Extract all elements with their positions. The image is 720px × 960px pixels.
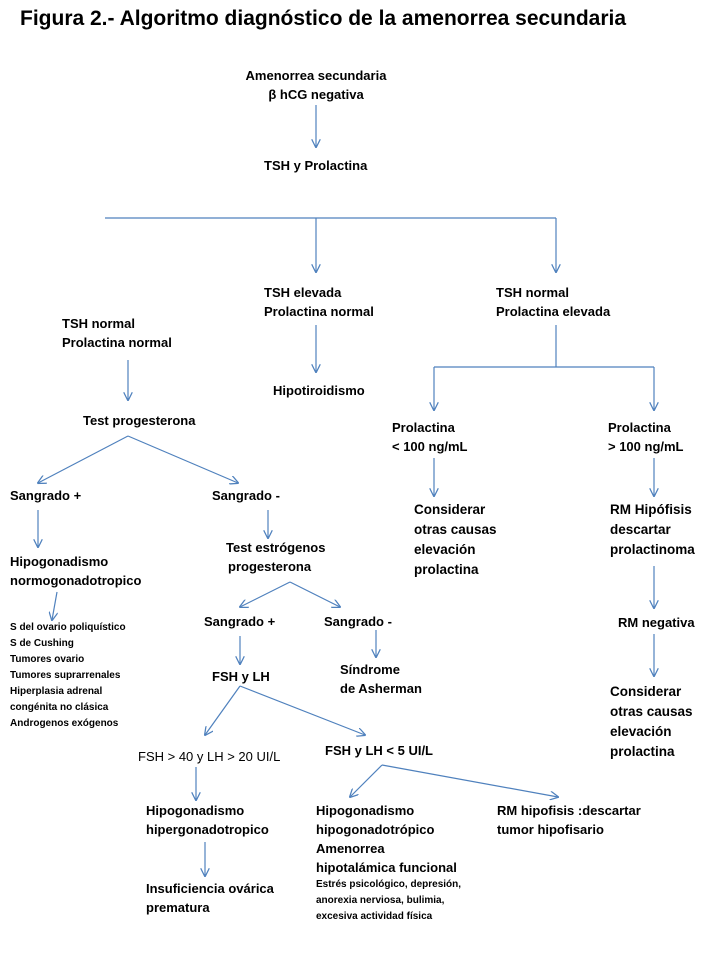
node-sangrado2-negativo: Sangrado - [324,614,392,629]
node-insuficiencia-ovarica: Insuficiencia ovárica prematura [146,881,274,915]
node-considerar-otras-causas-1: Considerar otras causas elevación prolac… [414,502,497,577]
node-sangrado2-positivo: Sangrado + [204,614,276,629]
arrow-to-sangrado-pos [38,435,129,483]
node-fsh-lh-elevadas: FSH > 40 y LH > 20 UI/L [138,749,281,764]
node-test-progesterona: Test progesterona [83,413,196,428]
node-tsh-normal-prolactina-normal: TSH normal Prolactina normal [62,316,172,350]
connector-lines [38,105,654,876]
node-fsh-lh: FSH y LH [212,669,270,684]
arrow-to-fsh-high [205,685,241,735]
node-amenorrea-secundaria: Amenorrea secundaria β hCG negativa [245,68,387,102]
page-title: Figura 2.- Algoritmo diagnóstico de la a… [20,7,627,30]
node-hipogonadismo-causes: Estrés psicológico, depresión, anorexia … [316,879,462,922]
node-prolactina-menor-100: Prolactina < 100 ng/mL [392,420,468,454]
node-rm-hipofisis-tumor: RM hipofisis :descartar tumor hipofisari… [497,803,641,837]
node-rm-negativa: RM negativa [618,615,695,630]
node-considerar-otras-causas-2: Considerar otras causas elevación prolac… [610,684,693,759]
node-hipogonadismo-normogonadotropico: Hipogonadismo normogonadotropico [10,554,142,588]
node-sangrado-negativo: Sangrado - [212,488,280,503]
arrow-to-fsh-low [239,685,365,735]
node-sangrado-positivo: Sangrado + [10,488,82,503]
arrow-to-hypogonad [350,764,383,797]
node-fsh-lh-bajas: FSH y LH < 5 UI/L [325,743,433,758]
node-hipogonadismo-hipergonadotropico: Hipogonadismo hipergonadotropico [146,803,269,837]
node-test-estrogenos-progesterona: Test estrógenos progesterona [226,540,326,574]
arrow-to-sangrado2-pos [240,581,291,607]
node-hipotiroidismo: Hipotiroidismo [273,383,365,398]
node-prolactina-mayor-100: Prolactina > 100 ng/mL [608,420,684,454]
arrow-to-sangrado-neg [127,435,238,483]
arrow-to-rm-tumor [381,764,558,797]
node-rm-hipofisis: RM Hipófisis descartar prolactinoma [610,502,695,557]
node-sindrome-asherman: Síndrome de Asherman [340,662,422,696]
node-hipogonadismo-hipogonadotropico: Hipogonadismo hipogonadotrópico Amenorre… [316,803,457,875]
node-tsh-elevada: TSH elevada Prolactina normal [264,285,374,319]
node-tsh-prolactina: TSH y Prolactina [264,158,368,173]
node-prolactina-elevada: TSH normal Prolactina elevada [496,285,611,319]
node-causes-list: S del ovario poliquístico S de Cushing T… [10,622,126,729]
arrow-to-causes-list [52,591,57,620]
arrow-to-sangrado2-neg [289,581,340,607]
